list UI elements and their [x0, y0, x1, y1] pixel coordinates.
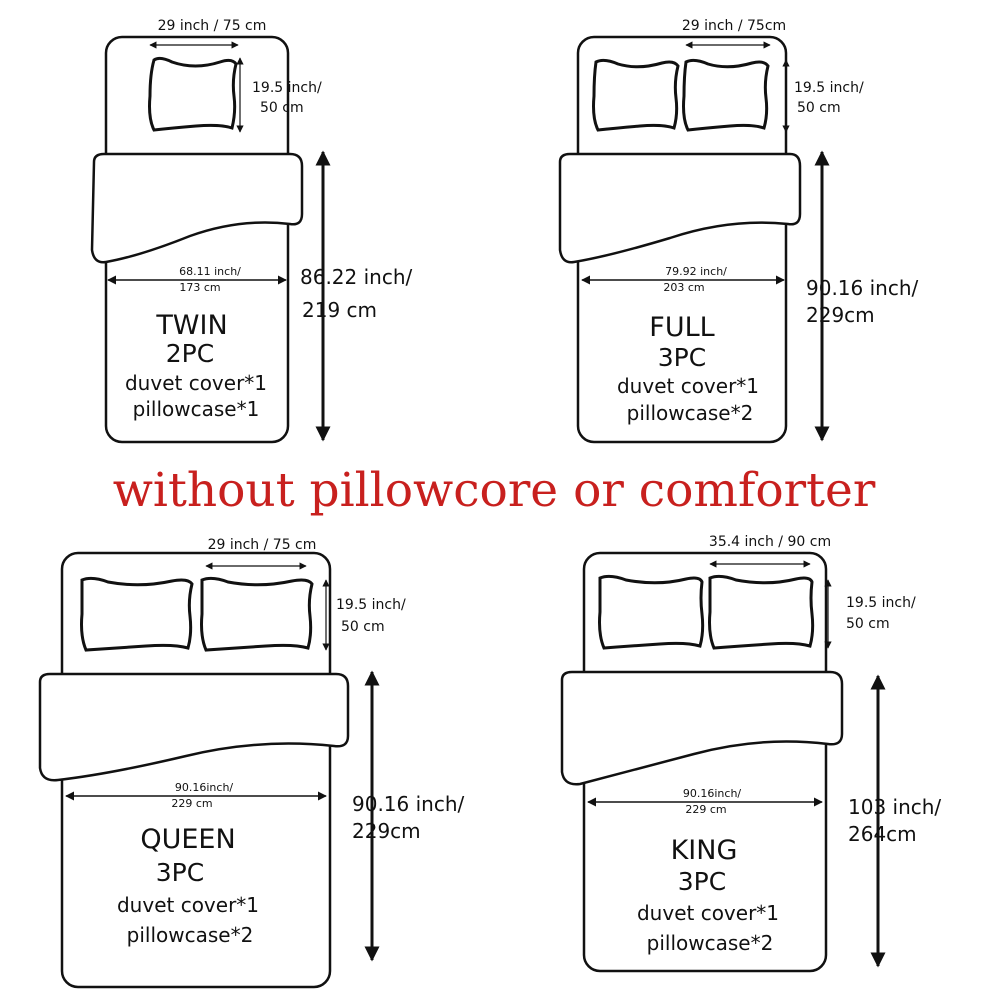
bed-queen: 29 inch / 75 cm 19.5 inch/ 50 cm 90.16in… — [38, 537, 465, 989]
item-duvet-cover: duvet cover*1 — [117, 893, 259, 917]
pillow-icon — [598, 574, 705, 650]
bed-length-label-1: 86.22 inch/ — [300, 265, 413, 289]
pillow-width-label: 35.4 inch / 90 cm — [709, 534, 831, 550]
size-name: TWIN — [155, 310, 227, 341]
duvet-fold — [558, 152, 802, 264]
item-duvet-cover: duvet cover*1 — [125, 371, 267, 395]
bed-length-label-2: 264cm — [848, 822, 917, 846]
bed-twin: 29 inch / 75 cm 19.5 inch/ 50 cm 68.11 i… — [90, 18, 413, 444]
pillow-height-label-1: 19.5 inch/ — [846, 595, 916, 611]
size-name: FULL — [649, 312, 714, 343]
bed-width-label-1: 68.11 inch/ — [179, 265, 241, 278]
item-pillowcase: pillowcase*2 — [627, 401, 754, 425]
bed-length-label-2: 229cm — [806, 303, 875, 327]
pillow-height-label-2: 50 cm — [846, 616, 890, 632]
pillow-icon — [80, 576, 194, 652]
piece-count: 3PC — [658, 343, 706, 372]
bed-length-label-2: 229cm — [352, 819, 421, 843]
duvet-fold — [90, 152, 304, 264]
pillow-height-label-1: 19.5 inch/ — [336, 597, 406, 613]
pillow-width-label: 29 inch / 75cm — [682, 18, 786, 34]
pillow-icon — [682, 58, 770, 132]
item-pillowcase: pillowcase*2 — [647, 931, 774, 955]
bed-width-label-2: 229 cm — [171, 797, 212, 810]
pillow-height-label-1: 19.5 inch/ — [252, 80, 322, 96]
bed-width-label-2: 203 cm — [663, 281, 704, 294]
size-name: QUEEN — [140, 824, 235, 855]
pillow-icon — [148, 56, 238, 132]
bed-width-label-1: 79.92 inch/ — [665, 265, 727, 278]
bed-length-label-1: 90.16 inch/ — [352, 792, 465, 816]
pillow-icon — [200, 576, 314, 652]
piece-count: 2PC — [166, 339, 214, 368]
bed-width-label-1: 90.16inch/ — [683, 787, 742, 800]
size-name: KING — [671, 835, 738, 866]
bed-length-label-2: 219 cm — [302, 298, 377, 322]
duvet-fold — [38, 672, 350, 782]
pillow-height-label-2: 50 cm — [260, 100, 304, 116]
piece-count: 3PC — [156, 858, 204, 887]
bed-width-label-2: 173 cm — [179, 281, 220, 294]
pillow-width-label: 29 inch / 75 cm — [158, 18, 267, 34]
pillow-height-label-2: 50 cm — [797, 100, 841, 116]
piece-count: 3PC — [678, 867, 726, 896]
item-pillowcase: pillowcase*1 — [133, 397, 260, 421]
bed-full: 29 inch / 75cm 19.5 inch/ 50 cm 79.92 in… — [558, 18, 919, 444]
pillow-icon — [592, 58, 680, 132]
pillow-height-label-1: 19.5 inch/ — [794, 80, 864, 96]
item-duvet-cover: duvet cover*1 — [617, 374, 759, 398]
headline: without pillowcore or comforter — [113, 463, 876, 518]
bed-width-label-2: 229 cm — [685, 803, 726, 816]
duvet-fold — [560, 670, 844, 786]
bed-length-label-1: 103 inch/ — [848, 795, 941, 819]
item-pillowcase: pillowcase*2 — [127, 923, 254, 947]
bed-king: 35.4 inch / 90 cm 19.5 inch/ 50 cm 90.16… — [560, 534, 941, 973]
bed-length-label-1: 90.16 inch/ — [806, 276, 919, 300]
pillow-icon — [708, 574, 815, 650]
pillow-width-label: 29 inch / 75 cm — [208, 537, 317, 553]
item-duvet-cover: duvet cover*1 — [637, 901, 779, 925]
pillow-height-label-2: 50 cm — [341, 619, 385, 635]
bed-width-label-1: 90.16inch/ — [175, 781, 234, 794]
